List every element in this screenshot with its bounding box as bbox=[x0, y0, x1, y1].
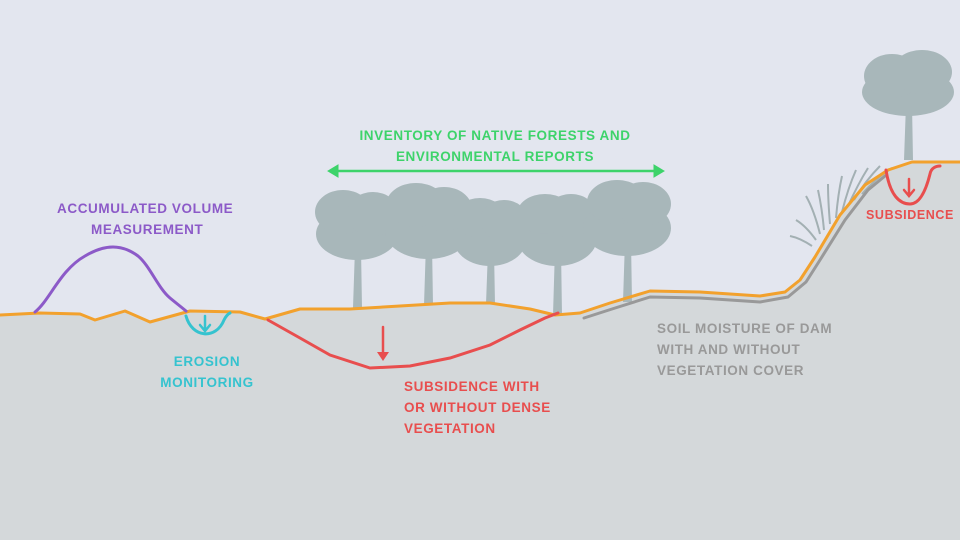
soil-moisture-line bbox=[582, 174, 887, 320]
grass-blade bbox=[841, 169, 857, 213]
tree bbox=[454, 198, 528, 304]
down-arrow-icon bbox=[198, 314, 212, 333]
label-line: MEASUREMENT bbox=[91, 222, 204, 237]
label-line: MONITORING bbox=[160, 375, 254, 390]
accumulated-volume-label: ACCUMULATED VOLUME MEASUREMENT bbox=[57, 198, 233, 240]
label-line: ACCUMULATED VOLUME bbox=[57, 201, 234, 216]
subsidence-vegetation-label: SUBSIDENCE WITH OR WITHOUT DENSE VEGETAT… bbox=[404, 376, 551, 439]
grass-blade bbox=[805, 195, 821, 235]
terrain-line bbox=[0, 160, 960, 324]
label-line: VEGETATION bbox=[404, 421, 496, 436]
forest-trees bbox=[315, 50, 954, 315]
down-arrow-icon bbox=[902, 177, 916, 198]
label-line: EROSION bbox=[173, 354, 241, 369]
tree bbox=[517, 194, 597, 315]
double-arrow-icon bbox=[327, 164, 665, 178]
label-line: SUBSIDENCE WITH bbox=[404, 379, 540, 394]
label-line: INVENTORY OF NATIVE FORESTS AND bbox=[359, 128, 631, 143]
label-line: VEGETATION COVER bbox=[657, 363, 805, 378]
grass-blade bbox=[835, 175, 843, 219]
volume-curve bbox=[33, 245, 188, 314]
ground-fill bbox=[0, 162, 960, 540]
label-line: SUBSIDENCE bbox=[866, 208, 954, 222]
forest-inventory-label: INVENTORY OF NATIVE FORESTS AND ENVIRONM… bbox=[330, 125, 660, 167]
label-line: SOIL MOISTURE OF DAM bbox=[657, 321, 833, 336]
erosion-curve bbox=[184, 311, 232, 336]
label-line: WITH AND WITHOUT bbox=[657, 342, 801, 357]
grass-blade bbox=[795, 219, 817, 241]
tree bbox=[862, 50, 954, 160]
label-line: ENVIRONMENTAL REPORTS bbox=[395, 149, 595, 164]
grass-blade bbox=[789, 235, 813, 247]
hill-subsidence-label: SUBSIDENCE bbox=[866, 205, 954, 226]
hill-subsidence-curve bbox=[884, 164, 942, 206]
erosion-monitoring-label: EROSION MONITORING bbox=[152, 351, 262, 393]
soil-moisture-label: SOIL MOISTURE OF DAM WITH AND WITHOUT VE… bbox=[657, 318, 832, 381]
down-arrow-head bbox=[377, 352, 389, 361]
tree bbox=[315, 190, 399, 308]
grass-blade bbox=[827, 183, 831, 225]
subsidence-curve bbox=[266, 311, 560, 370]
label-line: OR WITHOUT DENSE bbox=[404, 400, 551, 415]
grass-blade bbox=[817, 189, 825, 231]
tree bbox=[583, 180, 671, 302]
